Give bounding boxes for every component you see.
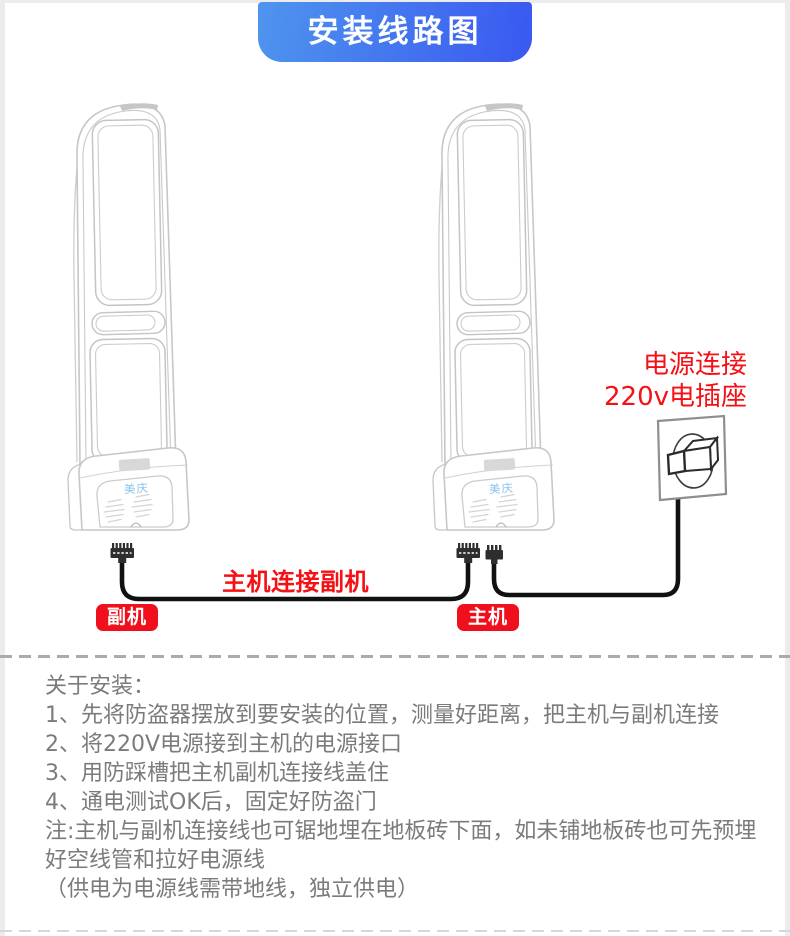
brand-logo-text: 美庆 <box>123 481 149 497</box>
main-unit-gate-illustration: 美庆 <box>432 102 555 531</box>
main-unit-badge: 主机 <box>457 604 520 631</box>
instruction-step-4: 4、通电测试OK后，固定好防盗门 <box>45 790 377 815</box>
installation-instructions: 关于安装： 1、先将防盗器摆放到要安装的位置，测量好距离，把主机与副机连接 2、… <box>45 672 757 904</box>
power-connection-label: 电源连接 220v电插座 <box>604 349 747 413</box>
interconnect-cable-label: 主机连接副机 <box>222 568 369 596</box>
instruction-step-2: 2、将220V电源接到主机的电源接口 <box>45 732 403 757</box>
header-banner: 安装线路图 <box>258 2 532 62</box>
instruction-step-1: 1、先将防盗器摆放到要安装的位置，测量好距离，把主机与副机连接 <box>45 703 719 728</box>
instruction-note-sub: （供电为电源线需带地线，独立供电） <box>45 877 420 902</box>
page-title: 安装线路图 <box>307 13 483 50</box>
wall-outlet-icon <box>656 414 728 502</box>
main-unit-power-connector-icon <box>485 545 503 564</box>
brand-logo-text: 美庆 <box>488 481 514 497</box>
dashed-divider-bottom <box>0 930 790 932</box>
secondary-unit-gate-illustration: 美庆 <box>67 102 190 531</box>
secondary-unit-badge: 副机 <box>96 604 159 631</box>
power-label-line2: 220v电插座 <box>603 382 747 412</box>
instruction-step-3: 3、用防踩槽把主机副机连接线盖住 <box>45 761 389 786</box>
dashed-divider-top <box>0 655 790 658</box>
secondary-unit-connector-icon <box>109 542 135 564</box>
instructions-heading: 关于安装： <box>45 674 156 699</box>
power-label-line1: 电源连接 <box>642 350 747 380</box>
instruction-note: 注:主机与副机连接线也可锯地埋在地板砖下面，如未铺地板砖也可先预埋好空线管和拉好… <box>45 819 757 873</box>
main-unit-data-connector-icon <box>455 542 481 564</box>
